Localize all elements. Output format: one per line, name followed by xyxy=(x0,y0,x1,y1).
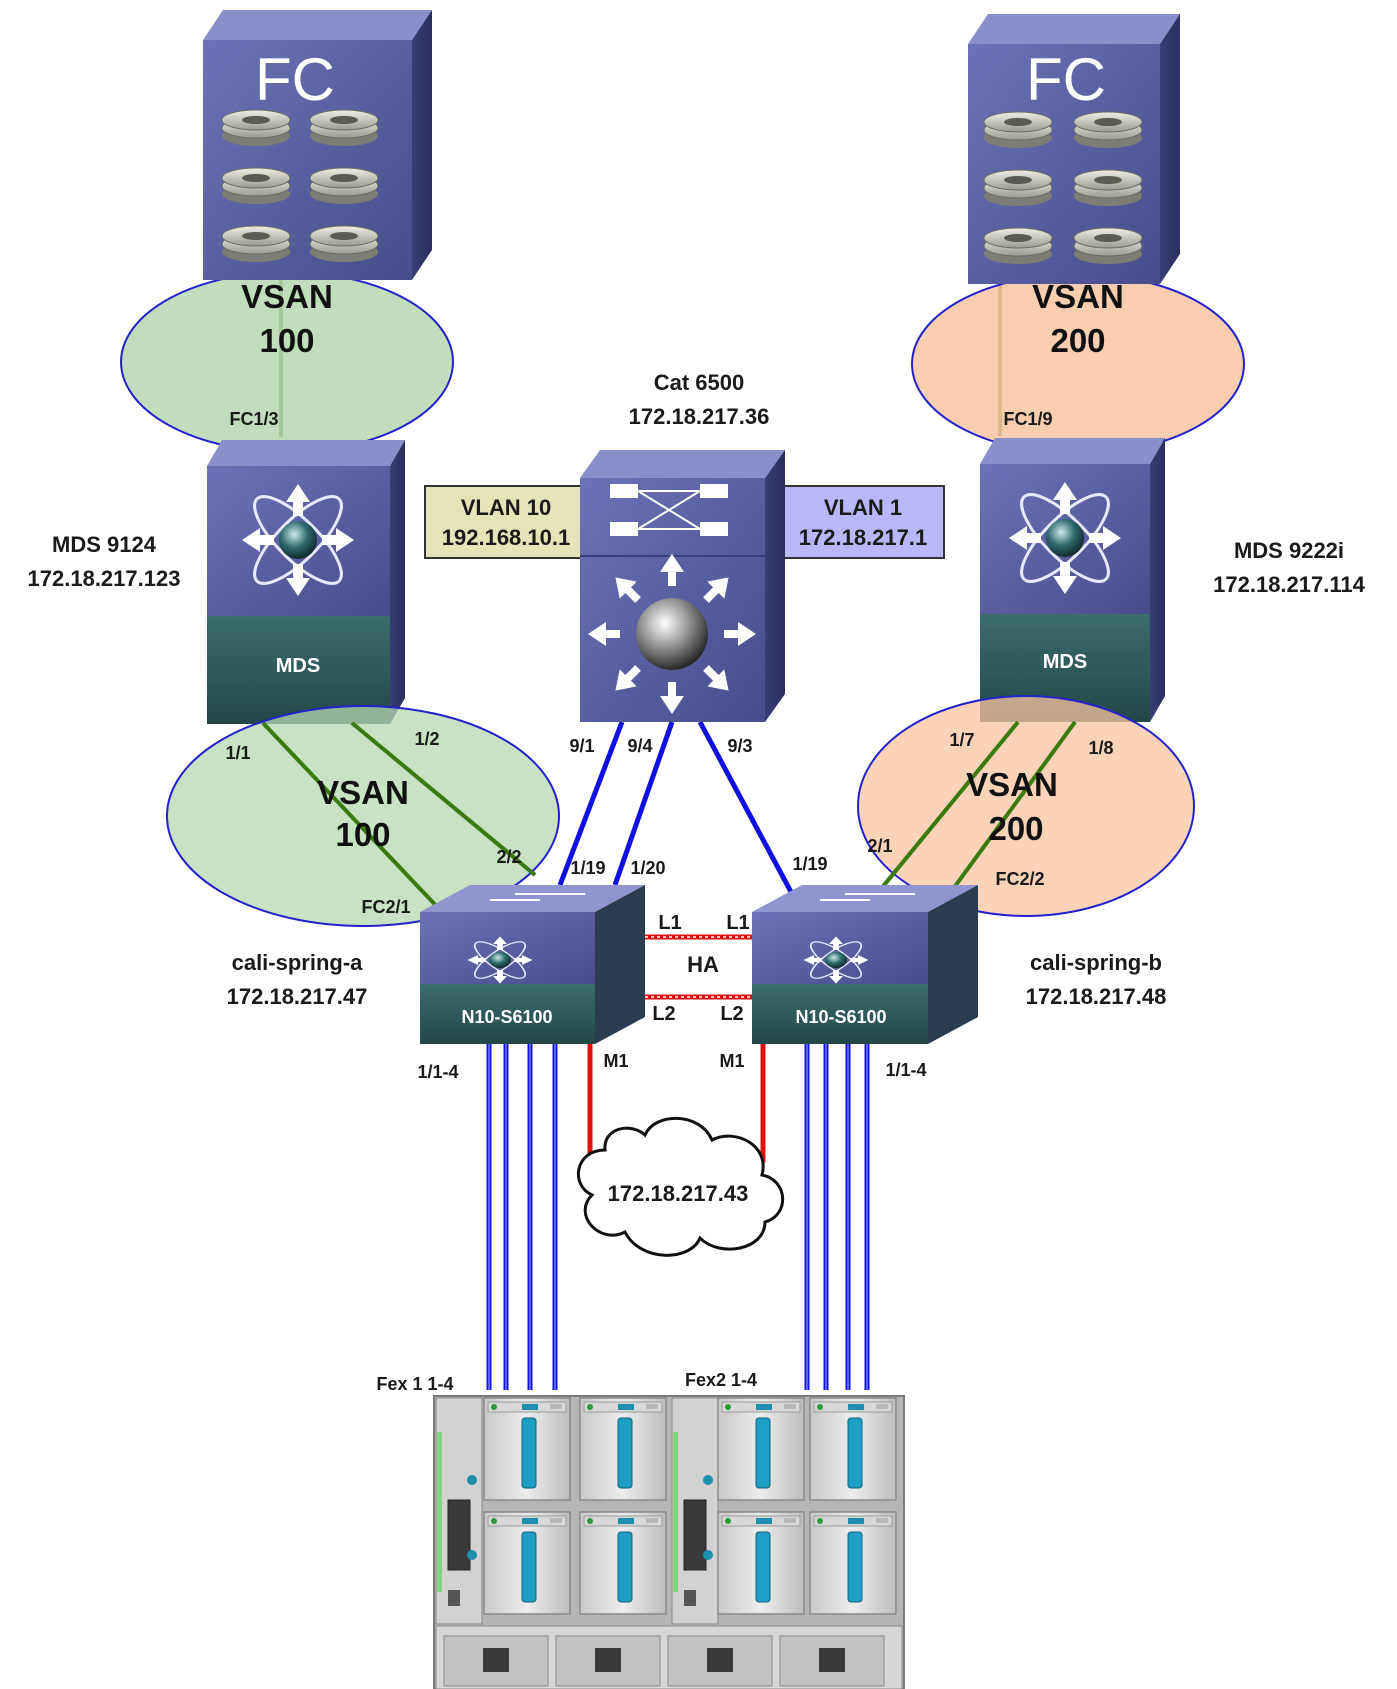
port-9-4: 9/4 xyxy=(627,736,652,756)
blade-4[interactable] xyxy=(809,1397,897,1501)
ha-label: HA xyxy=(687,952,719,977)
management-cloud[interactable]: 172.18.217.43 xyxy=(576,1116,785,1257)
vsan-top-right-word: VSAN xyxy=(1032,278,1124,315)
blade-chassis[interactable] xyxy=(433,1395,905,1689)
blue-links xyxy=(557,720,801,907)
vlan-right-ip: 172.18.217.1 xyxy=(799,525,927,550)
vlan-right-name: VLAN 1 xyxy=(824,495,902,520)
fi-b-badge: N10-S6100 xyxy=(795,1007,886,1027)
cat6500-switch[interactable] xyxy=(580,450,785,722)
vlan-left-name: VLAN 10 xyxy=(461,495,551,520)
cloud-label: 172.18.217.43 xyxy=(608,1181,749,1206)
blade-5[interactable] xyxy=(483,1511,571,1615)
mds-left-ip: 172.18.217.123 xyxy=(28,566,181,591)
fex1-label: Fex 1 1-4 xyxy=(376,1374,453,1394)
power-supplies xyxy=(443,1635,885,1687)
port-fc2-2: FC2/2 xyxy=(995,869,1044,889)
vsan-bottom-left xyxy=(166,705,560,927)
vsan-top-right-number: 200 xyxy=(1050,322,1105,359)
fi-b-name: cali-spring-b xyxy=(1030,950,1162,975)
mds-left-badge: MDS xyxy=(276,655,320,677)
mds-left-name: MDS 9124 xyxy=(52,532,157,557)
fex-uplinks-inner xyxy=(488,1040,868,1390)
port-l2-a: L2 xyxy=(652,1003,675,1025)
link-cat-9-3-to-fi-b xyxy=(697,720,801,907)
port-l1-a: L1 xyxy=(658,912,681,934)
blade-6[interactable] xyxy=(579,1511,667,1615)
port-1-1: 1/1 xyxy=(225,743,250,763)
vsan-top-left-number: 100 xyxy=(259,322,314,359)
fi-a-ip: 172.18.217.47 xyxy=(227,984,368,1009)
fabric-interconnect-a[interactable]: N10-S6100 xyxy=(420,885,645,1044)
fi-b-ip: 172.18.217.48 xyxy=(1026,984,1167,1009)
port-fc1-9: FC1/9 xyxy=(1003,409,1052,429)
vsan-bottom-left-number: 100 xyxy=(335,816,390,853)
port-m1-b: M1 xyxy=(719,1051,744,1071)
port-9-3: 9/3 xyxy=(727,736,752,756)
vsan-bottom-left-word: VSAN xyxy=(317,774,409,811)
port-1-7: 1/7 xyxy=(949,730,974,750)
blade-2[interactable] xyxy=(579,1397,667,1501)
link-cat-9-1-to-fi-a xyxy=(557,721,625,886)
blade-1[interactable] xyxy=(483,1397,571,1501)
vsan-bottom-right-number: 200 xyxy=(988,810,1043,847)
port-1-19-a: 1/19 xyxy=(570,858,605,878)
fi-a-badge: N10-S6100 xyxy=(461,1007,552,1027)
vsan-top-left-word: VSAN xyxy=(241,278,333,315)
port-1-20: 1/20 xyxy=(630,858,665,878)
mds-right-badge: MDS xyxy=(1043,651,1087,673)
storage-right[interactable]: FC xyxy=(968,14,1180,284)
port-1-2: 1/2 xyxy=(414,729,439,749)
port-1-19-b: 1/19 xyxy=(792,854,827,874)
vsan-bottom-right-word: VSAN xyxy=(966,766,1058,803)
mds-right-name: MDS 9222i xyxy=(1234,538,1344,563)
port-labels: 1/1 1/2 2/2 FC2/1 9/1 9/4 9/3 1/19 1/20 … xyxy=(225,729,1113,1394)
mds-right-ip: 172.18.217.114 xyxy=(1213,572,1365,597)
vlan-right-box[interactable]: VLAN 1 172.18.217.1 xyxy=(781,485,945,559)
link-cat-9-4-to-fi-a xyxy=(612,721,675,886)
fex2-module[interactable] xyxy=(671,1397,719,1625)
vlan-left-box[interactable]: VLAN 10 192.168.10.1 xyxy=(424,485,588,559)
port-2-2: 2/2 xyxy=(496,847,521,867)
mds-right[interactable]: MDS xyxy=(980,438,1165,722)
blade-8[interactable] xyxy=(809,1511,897,1615)
vlan-left-ip: 192.168.10.1 xyxy=(442,525,570,550)
blade-3[interactable] xyxy=(717,1397,805,1501)
port-l1-b: L1 xyxy=(726,912,749,934)
vsan-bottom-right xyxy=(857,695,1195,917)
link-fi-a-m1-to-cloud xyxy=(587,1040,600,1158)
green-links-overlay xyxy=(261,720,1077,915)
cat6500-ip: 172.18.217.36 xyxy=(629,404,770,429)
port-1-8: 1/8 xyxy=(1088,738,1113,758)
port-l2-b: L2 xyxy=(720,1003,743,1025)
mds-left[interactable]: MDS xyxy=(207,440,405,724)
port-m1-a: M1 xyxy=(603,1051,628,1071)
port-2-1: 2/1 xyxy=(867,836,892,856)
link-fi-b-m1-to-cloud xyxy=(752,1040,766,1163)
storage-left[interactable]: FC xyxy=(203,10,432,280)
uplink-a: 1/1-4 xyxy=(417,1062,458,1082)
uplink-b: 1/1-4 xyxy=(885,1060,926,1080)
port-9-1: 9/1 xyxy=(569,736,594,756)
fex1-module[interactable] xyxy=(435,1397,483,1625)
port-fc2-1: FC2/1 xyxy=(361,897,410,917)
storage-left-label: FC xyxy=(255,46,335,113)
fabric-interconnect-b[interactable]: N10-S6100 xyxy=(752,885,978,1044)
storage-right-label: FC xyxy=(1026,46,1106,113)
blade-7[interactable] xyxy=(717,1511,805,1615)
port-fc1-3: FC1/3 xyxy=(229,409,278,429)
fex2-label: Fex2 1-4 xyxy=(685,1370,757,1390)
cat6500-name: Cat 6500 xyxy=(654,370,745,395)
fi-a-name: cali-spring-a xyxy=(232,950,364,975)
